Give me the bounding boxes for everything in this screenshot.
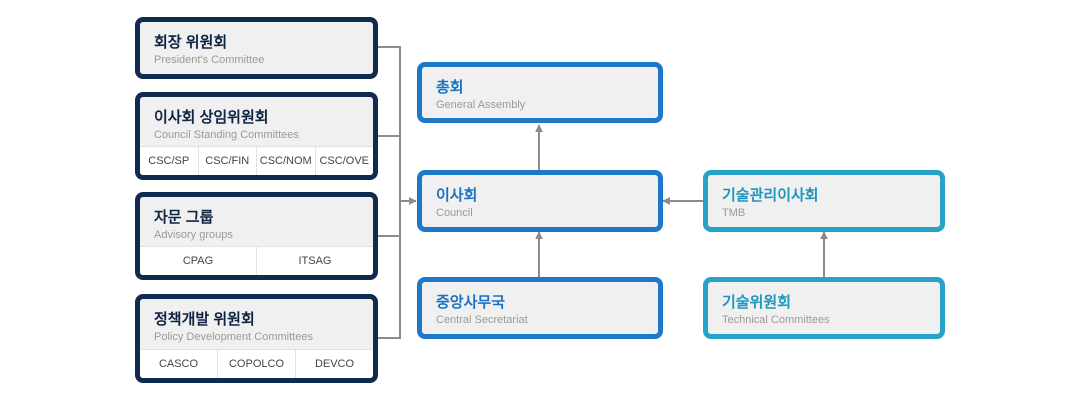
advisory-groups-subtitle: Advisory groups <box>154 229 233 241</box>
president-committee-box: 회장 위원회 President's Committee <box>135 17 378 79</box>
policy-development-committees-subtitle: Policy Development Committees <box>154 331 313 343</box>
csc-fin-cell: CSC/FIN <box>197 147 257 175</box>
policy-development-committees-title: 정책개발 위원회 <box>154 311 255 328</box>
casco-cell: CASCO <box>158 358 199 370</box>
technical-committees-title: 기술위원회 <box>722 294 792 311</box>
general-assembly-title: 총회 <box>436 79 464 96</box>
advisory-groups-title: 자문 그룹 <box>154 209 214 226</box>
central-secretariat-title: 중앙사무국 <box>436 294 506 311</box>
itsag-cell: ITSAG <box>256 247 373 275</box>
policy-development-committees-list: CASCO COPOLCO DEVCO <box>140 349 373 378</box>
president-committee-title: 회장 위원회 <box>154 34 228 51</box>
general-assembly-box: 총회 General Assembly <box>417 62 663 123</box>
csc-ove-cell: CSC/OVE <box>314 147 374 175</box>
general-assembly-subtitle: General Assembly <box>436 99 526 111</box>
council-standing-committees-title: 이사회 상임위원회 <box>154 109 269 126</box>
council-standing-committees-list: CSC/SP CSC/FIN CSC/NOM CSC/OVE <box>140 146 373 175</box>
advisory-groups-box: 자문 그룹 Advisory groups CPAG ITSAG <box>135 192 378 280</box>
tmb-box: 기술관리이사회 TMB <box>703 170 945 232</box>
devco-cell: DEVCO <box>295 350 373 378</box>
president-committee-subtitle: President's Committee <box>154 54 265 66</box>
technical-committees-subtitle: Technical Committees <box>722 314 830 326</box>
central-secretariat-subtitle: Central Secretariat <box>436 314 528 326</box>
policy-development-committees-box: 정책개발 위원회 Policy Development Committees C… <box>135 294 378 383</box>
central-secretariat-box: 중앙사무국 Central Secretariat <box>417 277 663 339</box>
council-subtitle: Council <box>436 207 473 219</box>
council-standing-committees-box: 이사회 상임위원회 Council Standing Committees CS… <box>135 92 378 180</box>
copolco-cell: COPOLCO <box>217 350 295 378</box>
advisory-groups-list: CPAG ITSAG <box>140 246 373 275</box>
council-title: 이사회 <box>436 187 478 204</box>
council-standing-committees-subtitle: Council Standing Committees <box>154 129 299 141</box>
csc-nom-cell: CSC/NOM <box>256 147 315 175</box>
csc-sp-cell: CSC/SP <box>148 155 190 167</box>
tmb-subtitle: TMB <box>722 207 746 219</box>
council-box: 이사회 Council <box>417 170 663 232</box>
cpag-cell: CPAG <box>182 255 214 267</box>
technical-committees-box: 기술위원회 Technical Committees <box>703 277 945 339</box>
tmb-title: 기술관리이사회 <box>722 187 819 204</box>
